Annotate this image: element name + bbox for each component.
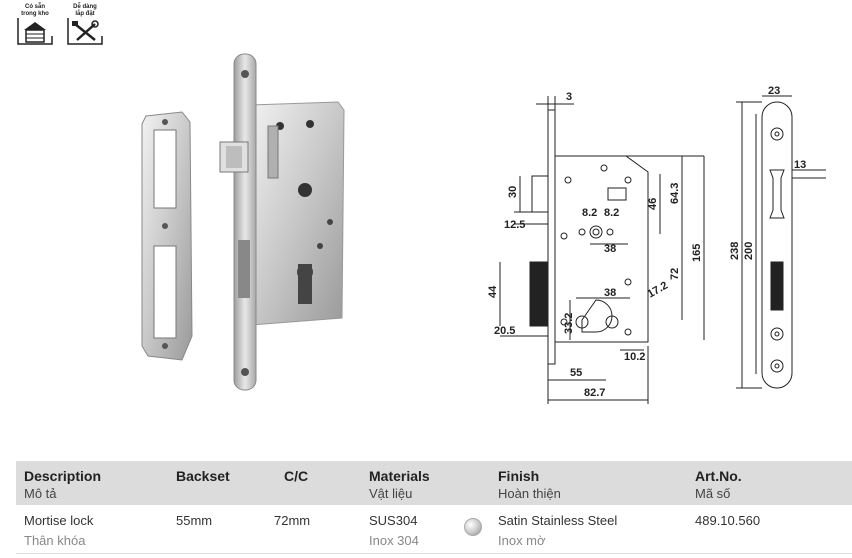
technical-drawing: 3 30 8.2 8.2 46 64.3 12.5 38 165 72 44 3… <box>487 85 826 404</box>
table-header: Description Mô tả Backset C/C Materials … <box>16 461 852 505</box>
in-stock-badge: Có sẵn trong kho <box>16 4 54 46</box>
cell-description: Mortise lock Thân khóa <box>24 513 94 548</box>
header-materials: Materials Vật liệu <box>369 468 430 501</box>
dim-label: 44 <box>487 285 499 298</box>
dim-label: 200 <box>743 242 755 260</box>
warehouse-icon <box>17 18 53 45</box>
dim-label: 12.5 <box>504 219 525 231</box>
dim-label: 38 <box>604 287 616 299</box>
header-backset: Backset <box>176 468 230 484</box>
cell-material: SUS304 Inox 304 <box>369 513 419 548</box>
header-art-no: Art.No. Mã số <box>695 468 742 501</box>
dim-label: 8.2 <box>604 207 619 219</box>
in-stock-label: Có sẵn trong kho <box>21 4 49 17</box>
tools-icon <box>67 18 103 45</box>
dim-label: 33.2 <box>563 313 575 334</box>
dim-label: 8.2 <box>582 207 597 219</box>
finish-swatch-icon <box>464 518 482 536</box>
cell-finish: Satin Stainless Steel Inox mờ <box>498 513 618 548</box>
dim-label: 17.2 <box>646 279 671 300</box>
cell-backset: 55mm <box>176 513 213 528</box>
dim-label: 38 <box>604 243 616 255</box>
dim-label: 55 <box>570 367 582 379</box>
dim-label: 64.3 <box>669 183 681 204</box>
dim-label: 3 <box>566 91 572 103</box>
mortise-lock-photo <box>141 53 345 391</box>
easy-install-badge: Dễ dàng lắp đặt <box>66 4 104 46</box>
feature-badges: Có sẵn trong kho Dễ dàng lắp đặt <box>16 4 104 46</box>
dim-label: 13 <box>794 159 806 171</box>
dim-label: 46 <box>647 198 659 210</box>
table-row: Mortise lock Thân khóa 55mm 72mm SUS304 … <box>16 505 852 554</box>
dim-label: 72 <box>669 268 681 280</box>
dim-label: 30 <box>507 186 519 198</box>
header-finish: Finish Hoàn thiện <box>498 468 561 501</box>
dim-label: 238 <box>729 242 741 260</box>
easy-install-label: Dễ dàng lắp đặt <box>73 4 97 17</box>
dim-label: 165 <box>691 244 703 262</box>
cell-art-no: 489.10.560 <box>695 513 761 528</box>
header-cc: C/C <box>284 468 309 484</box>
dim-label: 82.7 <box>584 387 605 399</box>
header-description: Description Mô tả <box>24 468 102 501</box>
dim-label: 10.2 <box>624 351 645 363</box>
dim-label: 23 <box>768 85 780 97</box>
dim-label: 20.5 <box>494 325 515 337</box>
cell-cc: 72mm <box>274 513 311 528</box>
spec-table: Description Mô tả Backset C/C Materials … <box>16 461 852 554</box>
